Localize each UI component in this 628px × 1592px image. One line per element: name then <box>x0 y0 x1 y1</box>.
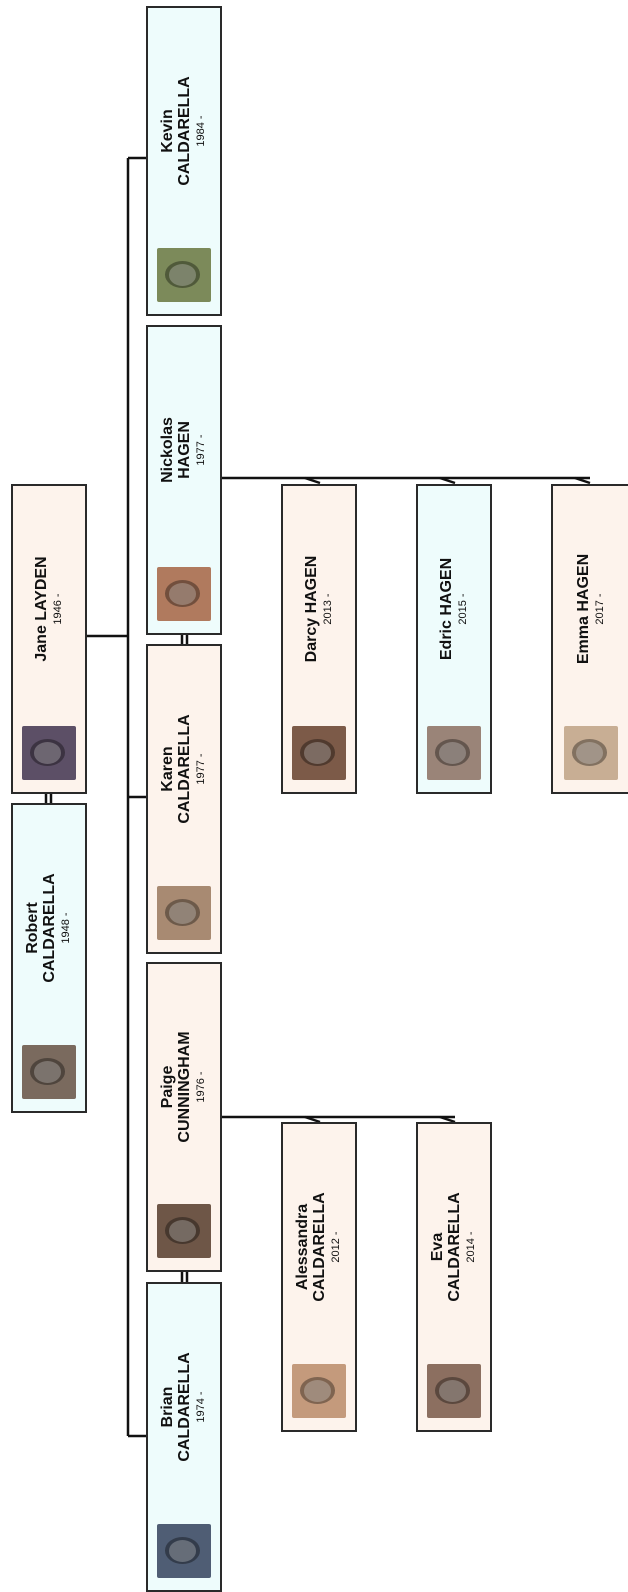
portrait-photo <box>157 886 211 940</box>
person-card-emma[interactable]: Emma HAGEN 2017 - <box>551 484 628 794</box>
person-card-darcy[interactable]: Darcy HAGEN 2013 - <box>281 484 357 794</box>
person-last-name: CALDARELLA <box>176 76 194 186</box>
portrait-photo <box>563 726 618 780</box>
person-years: 1976 - <box>195 1071 208 1103</box>
person-full-name: Jane LAYDEN <box>32 492 51 726</box>
portrait-photo <box>157 1524 211 1578</box>
person-years: 2014 - <box>465 1231 478 1263</box>
person-last-name: CUNNINGHAM <box>176 1031 194 1143</box>
person-first-name: Paige <box>159 1065 177 1109</box>
person-years: 1948 - <box>60 912 73 944</box>
person-last-name: CALDARELLA <box>41 873 59 983</box>
person-first-name: Kevin <box>159 109 177 153</box>
person-years: 1974 - <box>195 1391 208 1423</box>
person-first-name: Robert <box>24 902 42 954</box>
person-years: 2017 - <box>593 593 606 625</box>
person-card-alessandra[interactable]: Alessandra CALDARELLA 2012 - <box>281 1122 357 1432</box>
portrait-photo <box>157 1204 211 1258</box>
person-card-kevin[interactable]: Kevin CALDARELLA 1984 - <box>146 6 222 316</box>
person-first-name: Emma <box>574 616 592 665</box>
portrait-photo <box>157 567 211 621</box>
person-first-name: Karen <box>159 746 177 792</box>
person-years: 1977 - <box>195 753 208 785</box>
portrait-photo <box>22 1045 76 1099</box>
person-first-name: Alessandra <box>294 1203 312 1291</box>
person-first-name: Jane <box>32 625 50 662</box>
person-last-name: HAGEN <box>176 421 194 479</box>
person-card-karen[interactable]: Karen CALDARELLA 1977 - <box>146 644 222 954</box>
person-card-edric[interactable]: Edric HAGEN 2015 - <box>416 484 492 794</box>
person-last-name: LAYDEN <box>32 556 50 621</box>
person-years: 2012 - <box>330 1231 343 1263</box>
person-years: 2013 - <box>321 593 334 625</box>
person-last-name: CALDARELLA <box>446 1192 464 1302</box>
portrait-photo <box>157 248 211 302</box>
person-card-robert[interactable]: Robert CALDARELLA 1948 - <box>11 803 87 1113</box>
person-first-name: Brian <box>159 1386 177 1428</box>
person-last-name: HAGEN <box>437 557 455 616</box>
person-card-nickolas[interactable]: Nickolas HAGEN 1977 - <box>146 325 222 635</box>
person-card-paige[interactable]: Paige CUNNINGHAM 1976 - <box>146 962 222 1272</box>
person-first-name: Eva <box>429 1232 447 1262</box>
person-card-eva[interactable]: Eva CALDARELLA 2014 - <box>416 1122 492 1432</box>
person-full-name: Darcy HAGEN <box>302 492 321 726</box>
portrait-photo <box>22 726 76 780</box>
person-last-name: HAGEN <box>302 555 320 614</box>
person-first-name: Edric <box>437 620 455 661</box>
person-card-jane[interactable]: Jane LAYDEN 1946 - <box>11 484 87 794</box>
person-last-name: CALDARELLA <box>176 714 194 824</box>
person-first-name: Darcy <box>302 617 320 663</box>
portrait-photo <box>292 726 346 780</box>
person-card-brian[interactable]: Brian CALDARELLA 1974 - <box>146 1282 222 1592</box>
portrait-photo <box>427 726 481 780</box>
person-years: 2015 - <box>456 593 469 625</box>
person-years: 1977 - <box>195 434 208 466</box>
portrait-photo <box>292 1364 346 1418</box>
person-years: 1946 - <box>51 593 64 625</box>
person-first-name: Nickolas <box>159 417 177 483</box>
person-last-name: CALDARELLA <box>311 1192 329 1302</box>
person-last-name: HAGEN <box>574 553 592 612</box>
person-full-name: Edric HAGEN <box>437 492 456 726</box>
person-full-name: Emma HAGEN <box>574 492 592 726</box>
person-last-name: CALDARELLA <box>176 1352 194 1462</box>
person-years: 1984 - <box>195 115 208 147</box>
portrait-photo <box>427 1364 481 1418</box>
